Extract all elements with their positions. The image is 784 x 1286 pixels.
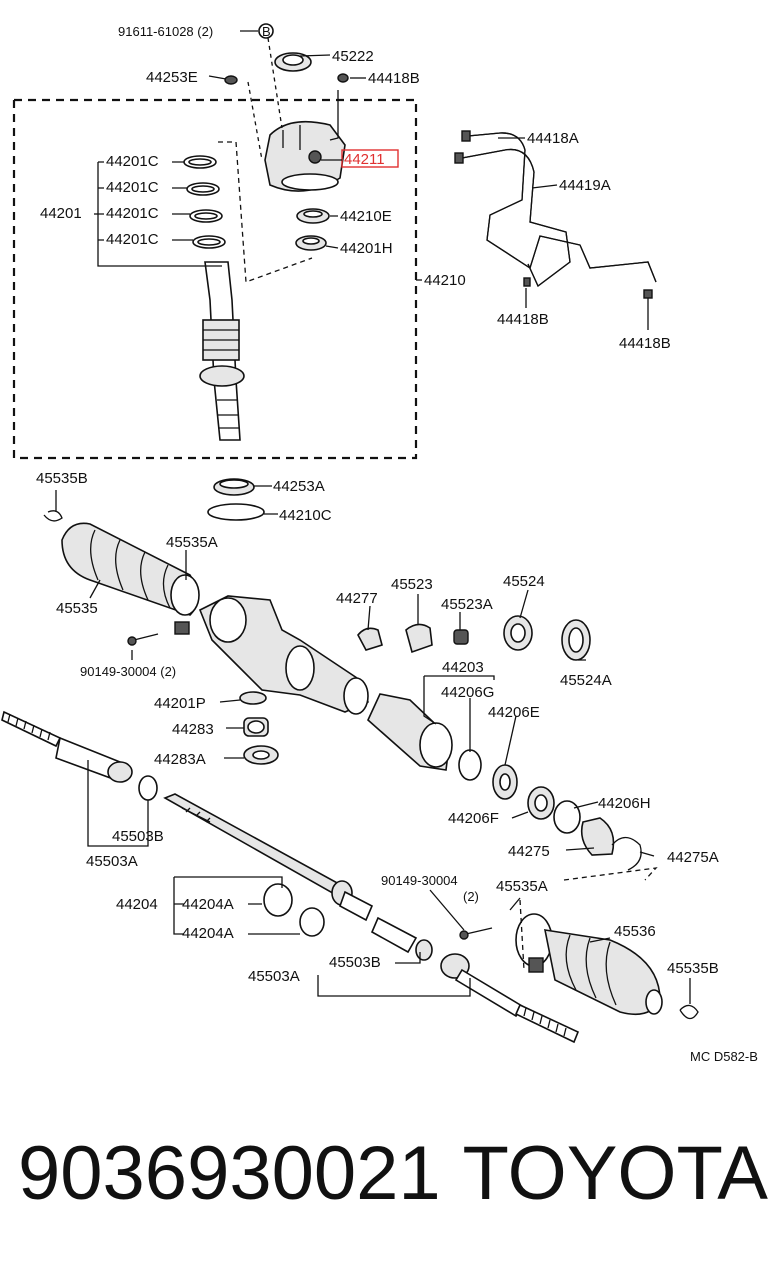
part-number: 9036930021: [18, 1131, 441, 1216]
label-44283: 44283: [172, 721, 214, 738]
label-44275: 44275: [508, 843, 550, 860]
part-labels: 91611-61028 (2) B 45222 44253E 44418B 44…: [36, 24, 758, 1064]
valve-housing-parts: [183, 37, 399, 441]
label-44203: 44203: [442, 659, 484, 676]
label-45503b-right: 45503B: [329, 954, 381, 971]
rack-and-tie-rods: [1, 710, 699, 1044]
label-44253e: 44253E: [146, 69, 198, 86]
label-45535b-right: 45535B: [667, 960, 719, 977]
label-90149-left: 90149-30004 (2): [80, 664, 176, 679]
label-44419a: 44419A: [559, 177, 611, 194]
rack-housing-parts: [43, 478, 642, 871]
label-44204: 44204: [116, 896, 158, 913]
label-91611: 91611-61028 (2): [118, 24, 213, 39]
label-44283a: 44283A: [154, 751, 206, 768]
label-44204a-2: 44204A: [182, 925, 234, 942]
label-diagram-code: MC D582-B: [690, 1049, 758, 1064]
label-44206f: 44206F: [448, 810, 499, 827]
label-45535b-left: 45535B: [36, 470, 88, 487]
steering-rack-exploded-diagram: 91611-61028 (2) B 45222 44253E 44418B 44…: [1, 23, 758, 1064]
label-45503a-left: 45503A: [86, 853, 138, 870]
label-44201p: 44201P: [154, 695, 206, 712]
label-45535: 45535: [56, 600, 98, 617]
label-44201c-1: 44201C: [106, 153, 159, 170]
valve-assembly-group-outline: [12, 98, 418, 460]
label-45535a-left: 45535A: [166, 534, 218, 551]
label-44201c-2: 44201C: [106, 179, 159, 196]
brand-name: TOYOTA: [462, 1131, 768, 1216]
label-44211-highlighted: 44211: [344, 151, 385, 168]
label-90149-right-qty: (2): [463, 889, 479, 904]
label-44201c-4: 44201C: [106, 231, 159, 248]
label-44201h: 44201H: [340, 240, 393, 257]
label-44206h: 44206H: [598, 795, 651, 812]
label-44418a: 44418A: [527, 130, 579, 147]
label-45536: 45536: [614, 923, 656, 940]
label-44204a-1: 44204A: [182, 896, 234, 913]
label-44275a: 44275A: [667, 849, 719, 866]
label-45523: 45523: [391, 576, 433, 593]
label-44210c: 44210C: [279, 507, 332, 524]
label-45524a: 45524A: [560, 672, 612, 689]
label-45535a-right: 45535A: [496, 878, 548, 895]
label-45523a: 45523A: [441, 596, 493, 613]
label-45503b-left: 45503B: [112, 828, 164, 845]
label-44210e: 44210E: [340, 208, 392, 225]
label-44253a: 44253A: [273, 478, 325, 495]
label-44277: 44277: [336, 590, 378, 607]
label-45222: 45222: [332, 48, 374, 65]
label-44206e: 44206E: [488, 704, 540, 721]
part-footer: 9036930021 TOYOTA: [0, 1130, 784, 1250]
label-44418b-right: 44418B: [619, 335, 671, 352]
label-44210: 44210: [424, 272, 466, 289]
label-90149-right: 90149-30004: [381, 873, 458, 888]
label-44206g: 44206G: [441, 684, 494, 701]
label-45503a-right: 45503A: [248, 968, 300, 985]
label-44418b-top: 44418B: [368, 70, 420, 87]
label-45524: 45524: [503, 573, 545, 590]
label-44201: 44201: [40, 205, 82, 222]
leader-lines: [55, 23, 691, 1004]
label-44418b-mid: 44418B: [497, 311, 549, 328]
pressure-pipe-assembly: [454, 130, 657, 299]
label-44201c-3: 44201C: [106, 205, 159, 222]
label-b-marker: B: [262, 24, 271, 39]
